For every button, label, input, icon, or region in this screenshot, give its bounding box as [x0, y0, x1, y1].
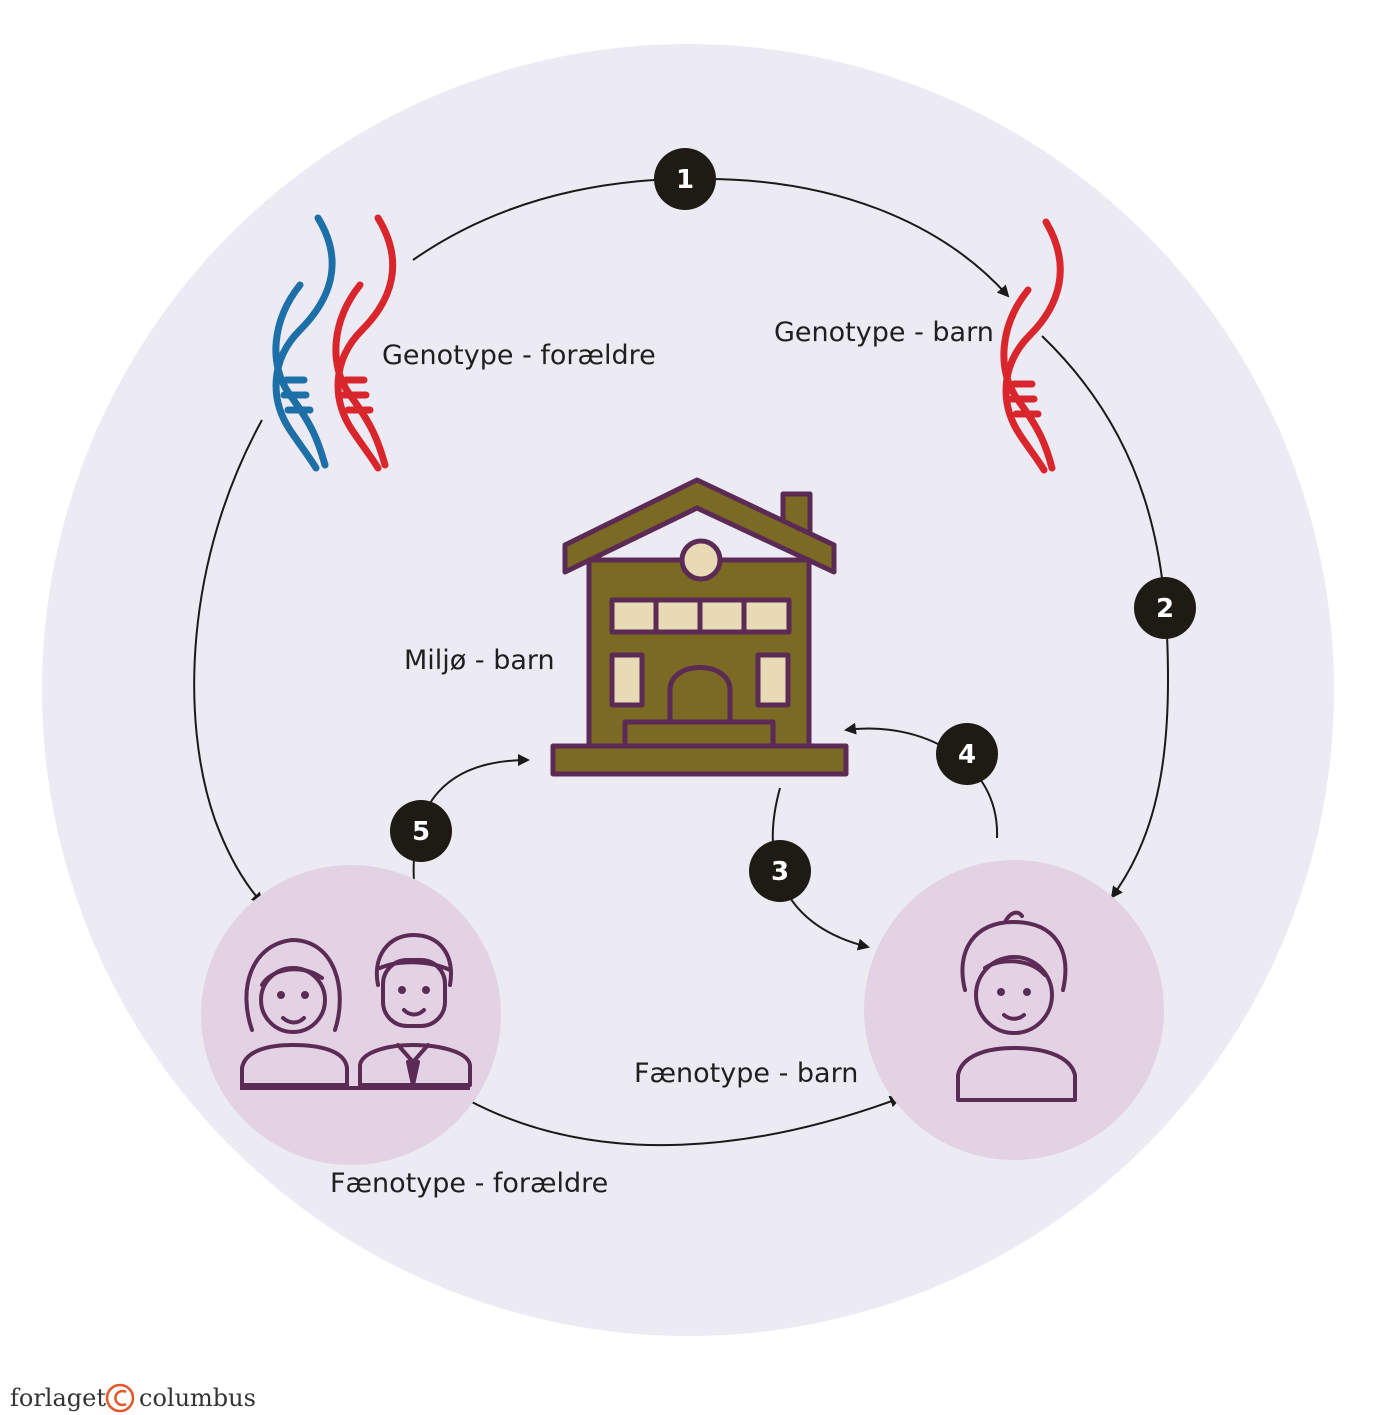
- arrow-genotype-parents-to-phenotype-parents: [193, 419, 264, 905]
- label-environment-child: Miljø - barn: [404, 645, 555, 676]
- step-number: 5: [412, 817, 430, 847]
- arrow-phenotype-parents-to-phenotype-child: [467, 1095, 902, 1147]
- child-icon: [956, 910, 1077, 1102]
- mother-icon: [240, 938, 349, 1087]
- phenotype-child-circle: [864, 860, 1164, 1160]
- label-genotype-parents: Genotype - forældre: [382, 340, 656, 371]
- dna-child-icon: [1000, 218, 1064, 474]
- father-icon: [358, 933, 472, 1087]
- step-badge-5: 5: [390, 800, 452, 862]
- house-icon: [550, 477, 849, 777]
- label-phenotype-parents: Fænotype - forældre: [330, 1168, 608, 1199]
- step-number: 3: [771, 857, 789, 887]
- step-badge-2: 2: [1134, 577, 1196, 639]
- publisher-logo: forlaget columbus: [10, 1383, 256, 1413]
- publisher-left: forlaget: [10, 1384, 106, 1412]
- step-number: 2: [1156, 594, 1174, 624]
- step-badge-1: 1: [654, 148, 716, 210]
- label-phenotype-child: Fænotype - barn: [634, 1058, 858, 1089]
- step-number: 4: [958, 740, 976, 770]
- arrow-5: [412, 754, 530, 896]
- label-genotype-child: Genotype - barn: [774, 317, 994, 348]
- copyright-icon: [105, 1383, 135, 1413]
- step-badge-4: 4: [936, 723, 998, 785]
- step-badge-3: 3: [749, 840, 811, 902]
- publisher-right: columbus: [139, 1384, 256, 1412]
- arrow-2: [1041, 335, 1170, 899]
- step-number: 1: [676, 165, 694, 195]
- dna-parents-icon: [272, 214, 397, 472]
